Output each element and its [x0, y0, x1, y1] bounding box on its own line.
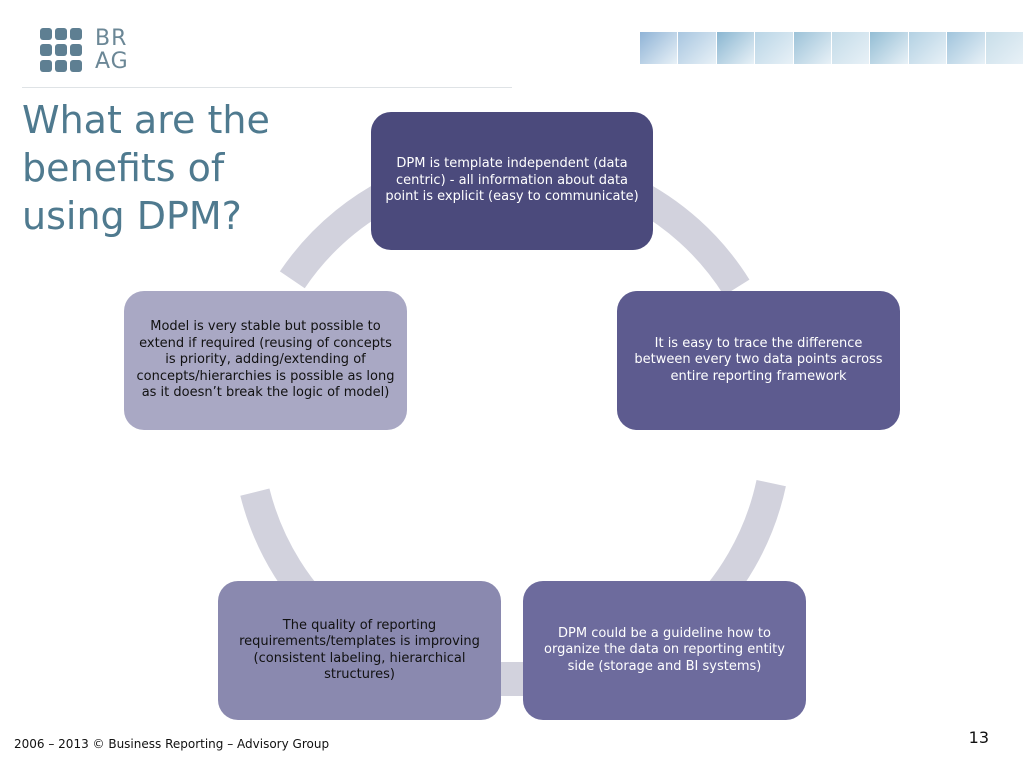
cycle-node-text: DPM is template independent (data centri… — [385, 156, 639, 205]
banner-tile — [870, 32, 909, 64]
banner-tile — [755, 32, 794, 64]
cycle-arrow-segment — [501, 662, 523, 696]
cycle-node-text: Model is very stable but possible to ext… — [136, 319, 395, 401]
logo-square — [70, 44, 82, 56]
header-banner — [640, 32, 1024, 64]
banner-tile — [832, 32, 871, 64]
banner-tile — [947, 32, 986, 64]
logo-square — [70, 60, 82, 72]
logo-square — [40, 44, 52, 56]
banner-tile — [678, 32, 717, 64]
cycle-node-text: The quality of reporting requirements/te… — [239, 617, 480, 683]
cycle-node-text: DPM could be a guideline how to organize… — [544, 625, 785, 674]
banner-tile — [985, 32, 1024, 64]
logo-square — [55, 28, 67, 40]
cycle-node-template-independent: DPM is template independent (data centri… — [371, 112, 653, 250]
logo-line-1: BR — [95, 26, 128, 51]
slide-title: What are the benefits of using DPM? — [22, 98, 270, 238]
logo-square — [70, 28, 82, 40]
logo-wordmark: BR AG — [95, 28, 129, 73]
cycle-node-guideline: DPM could be a guideline how to organize… — [523, 581, 806, 720]
footer-copyright: 2006 – 2013 © Business Reporting – Advis… — [14, 737, 330, 751]
cycle-node-stable-model: Model is very stable but possible to ext… — [124, 291, 407, 430]
cycle-node-text: It is easy to trace the difference betwe… — [634, 335, 883, 384]
logo-square — [55, 60, 67, 72]
logo-square — [55, 44, 67, 56]
banner-tile — [793, 32, 833, 64]
cycle-node-quality: The quality of reporting requirements/te… — [218, 581, 501, 720]
logo-line-2: AG — [95, 49, 129, 74]
banner-tile — [640, 32, 679, 64]
brag-logo: BR AG — [38, 26, 148, 78]
banner-tile — [716, 32, 756, 64]
logo-square — [40, 28, 52, 40]
page-number: 13 — [968, 728, 989, 747]
cycle-node-trace-difference: It is easy to trace the difference betwe… — [617, 291, 900, 430]
logo-square — [40, 60, 52, 72]
banner-tile — [908, 32, 948, 64]
header-divider — [22, 87, 512, 88]
